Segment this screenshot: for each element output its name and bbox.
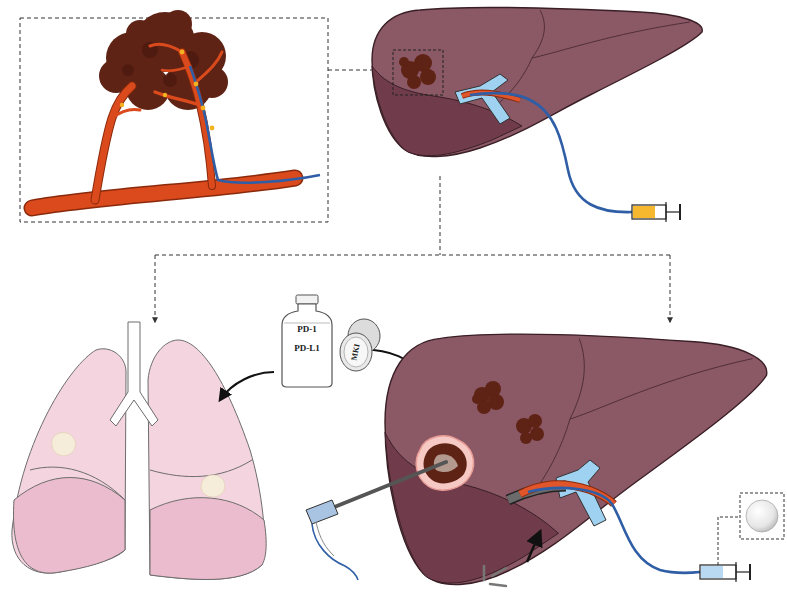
- liver-top: [372, 7, 702, 156]
- catheter-top: [470, 93, 632, 212]
- vial-body: [282, 304, 332, 387]
- drug-vial: PD-1PD-L1: [276, 293, 338, 389]
- vial-label-text: PD-1: [297, 325, 317, 335]
- syringe-top: [632, 202, 680, 222]
- treatment-arrow: [220, 372, 274, 400]
- catheter-bottom: [528, 488, 700, 573]
- tumor-frame: [393, 50, 443, 95]
- bead-frame: [740, 493, 784, 539]
- liver-bottom: [385, 334, 767, 585]
- tablet-front: [340, 333, 372, 371]
- vial-label-text: PD-L1: [294, 344, 320, 354]
- liver-tumor: [472, 381, 544, 444]
- text-holder: PD-1PD-L1: [276, 293, 338, 389]
- hilum-top: [455, 74, 520, 124]
- embolization-arrow: [527, 532, 540, 562]
- drug-name: MKI: [350, 343, 362, 361]
- liver-tumor-small: [399, 54, 436, 89]
- syringe-bottom: [700, 562, 750, 582]
- vial-label-edge: [284, 323, 330, 324]
- ablation-probe: [306, 462, 446, 580]
- text-holder: MKI: [336, 333, 376, 371]
- embolic-coils: [484, 566, 506, 586]
- embolic-dots: [120, 50, 215, 131]
- vial-outline: [276, 293, 338, 389]
- bead-leader: [718, 517, 740, 565]
- lung-metastasis: [52, 433, 225, 497]
- lungs: [12, 322, 266, 579]
- tablet-face: [344, 337, 368, 367]
- drug-eluting-bead: [746, 500, 778, 532]
- zoom-frame: [20, 18, 328, 222]
- microcatheter: [190, 66, 320, 183]
- vial-cap: [296, 295, 318, 304]
- drug-tablet: MKI: [336, 316, 382, 374]
